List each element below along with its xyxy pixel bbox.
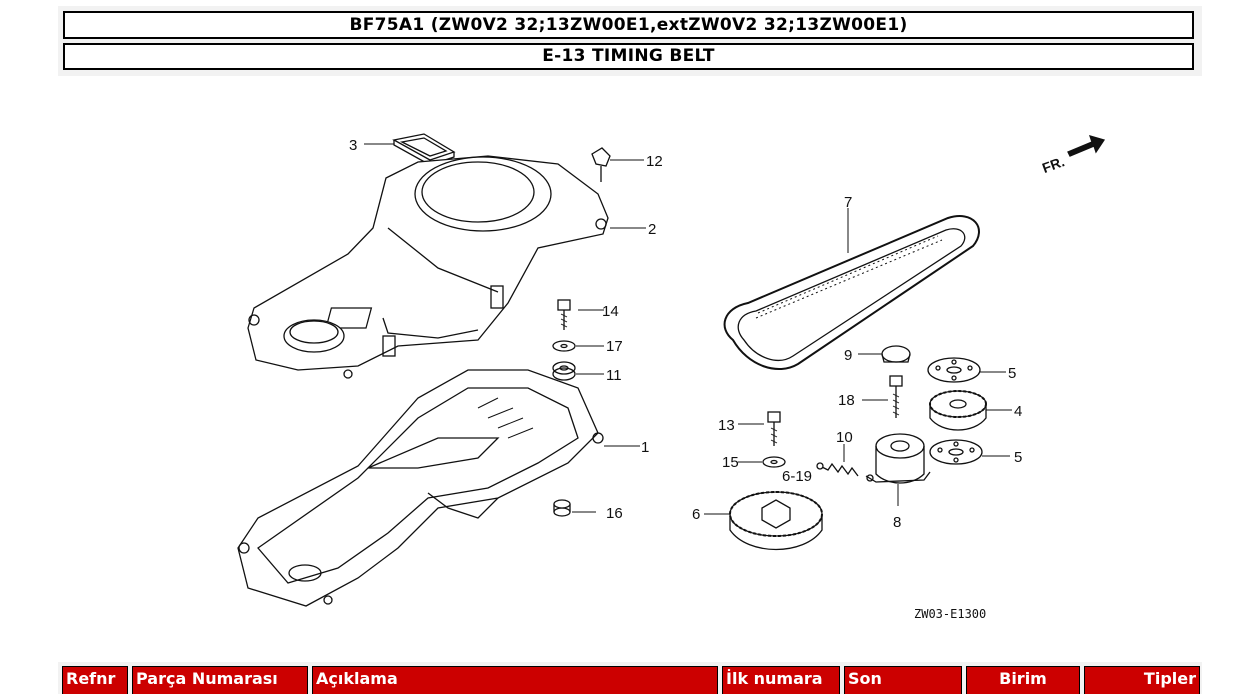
col-header-unit[interactable]: Birim — [966, 666, 1080, 694]
part-2-upper-cover — [247, 155, 609, 379]
callout-3: 3 — [349, 137, 357, 154]
part-12-screw — [591, 147, 611, 182]
callout-14: 14 — [602, 303, 619, 320]
part-18-bolt — [889, 375, 903, 418]
front-direction-label: FR. — [1040, 153, 1067, 176]
callout-16: 16 — [606, 505, 623, 522]
model-title: BF75A1 (ZW0V2 32;13ZW00E1,extZW0V2 32;13… — [63, 11, 1194, 39]
col-header-part-number[interactable]: Parça Numarası — [132, 666, 308, 694]
callout-6: 6 — [692, 506, 700, 523]
part-14-bolt — [557, 299, 571, 330]
part-5-guide-plate-lower — [929, 439, 983, 465]
part-17-washer — [552, 340, 576, 352]
callout-labels: 1 2 3 4 5 5 6 6-19 7 8 9 10 11 12 13 14 … — [349, 137, 1022, 531]
part-4-drive-gear — [929, 390, 987, 431]
part-7-timing-belt — [723, 215, 980, 371]
part-6-pulley — [729, 491, 823, 550]
part-15-washer — [762, 456, 786, 468]
callout-18: 18 — [838, 392, 855, 409]
part-1-lower-case — [237, 369, 604, 607]
col-header-first-serial[interactable]: İlk numara — [722, 666, 840, 694]
col-header-description[interactable]: Açıklama — [312, 666, 718, 694]
callout-8: 8 — [893, 514, 901, 531]
callout-leader-lines — [364, 143, 1012, 515]
diagram-code: ZW03-E1300 — [914, 607, 986, 621]
callout-7: 7 — [844, 194, 852, 211]
col-header-last-serial[interactable]: Son — [844, 666, 962, 694]
col-header-refnr[interactable]: Refnr — [62, 666, 128, 694]
parts-table: Refnr Parça Numarası Açıklama İlk numara… — [58, 662, 1202, 694]
callout-5-lower: 5 — [1014, 449, 1022, 466]
callout-17: 17 — [606, 338, 623, 355]
exploded-parts-diagram: 1 2 3 4 5 5 6 6-19 7 8 9 10 11 12 13 14 … — [58, 78, 1202, 656]
front-direction-arrow-icon — [1067, 135, 1106, 157]
col-header-types[interactable]: Tipler — [1084, 666, 1200, 694]
part-10-spring — [816, 462, 859, 477]
callout-13: 13 — [718, 417, 735, 434]
callout-5-upper: 5 — [1008, 365, 1016, 382]
callout-4: 4 — [1014, 403, 1022, 420]
callout-11: 11 — [606, 367, 622, 384]
section-title: E-13 TIMING BELT — [63, 43, 1194, 70]
part-9-cap — [881, 345, 911, 363]
part-16-collar — [553, 499, 571, 517]
callout-12: 12 — [646, 153, 663, 170]
part-11-grommet — [552, 361, 576, 381]
diagram-svg: 1 2 3 4 5 5 6 6-19 7 8 9 10 11 12 13 14 … — [237, 133, 1106, 621]
part-13-bolt — [767, 411, 781, 446]
callout-1: 1 — [641, 439, 649, 456]
parts-table-header-row: Refnr Parça Numarası Açıklama İlk numara… — [62, 666, 1200, 694]
callout-2: 2 — [648, 221, 656, 238]
callout-6-19: 6-19 — [782, 468, 812, 485]
callout-15: 15 — [722, 454, 739, 471]
parts-table-container: Refnr Parça Numarası Açıklama İlk numara… — [58, 662, 1202, 694]
callout-10: 10 — [836, 429, 853, 446]
callout-9: 9 — [844, 347, 852, 364]
part-8-tensioner — [865, 433, 931, 484]
part-5-guide-plate-upper — [927, 357, 981, 383]
